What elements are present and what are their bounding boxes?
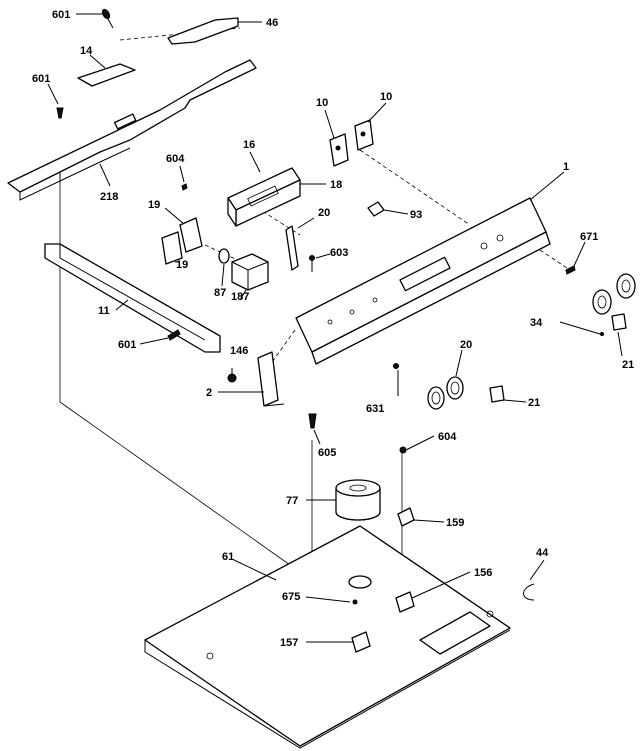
callout-11: 11	[98, 305, 110, 317]
screw-604-panel	[181, 183, 188, 191]
callout-18: 18	[330, 179, 342, 191]
callout-1: 1	[563, 161, 569, 173]
screw-604-base	[399, 446, 407, 454]
callout-601-left: 601	[32, 73, 50, 85]
electronic-control-board	[227, 167, 301, 227]
relay-156	[395, 591, 415, 613]
top-trim-bracket	[7, 59, 257, 201]
callout-44: 44	[536, 547, 549, 559]
callout-61: 61	[222, 551, 234, 563]
callout-19-upper: 19	[148, 199, 160, 211]
transformer-77	[335, 479, 381, 521]
part-2-bracket	[257, 351, 285, 407]
screw-34	[600, 332, 604, 336]
switch-10-left	[329, 133, 349, 167]
lower-trim-strip	[44, 243, 221, 353]
callout-20-knob: 20	[460, 339, 472, 351]
callout-46: 46	[266, 17, 278, 29]
callout-605: 605	[318, 447, 336, 459]
callout-671: 671	[580, 231, 598, 243]
part-87-lamp	[218, 248, 230, 264]
part-46-bracket	[167, 17, 239, 45]
base-pan	[144, 525, 511, 749]
callout-2: 2	[206, 387, 212, 399]
knob-20-b	[446, 376, 464, 400]
knob-21-lower	[489, 385, 505, 403]
callout-93: 93	[410, 209, 422, 221]
callout-87: 87	[214, 287, 226, 299]
part-93-clip	[367, 201, 385, 217]
screw-603	[309, 255, 315, 272]
knob-20-a	[427, 386, 445, 410]
screw-631	[393, 363, 399, 369]
callout-187: 187	[231, 291, 249, 303]
callout-20-bracket: 20	[318, 207, 330, 219]
callout-21-lower: 21	[528, 397, 540, 409]
screw-601-lower	[167, 329, 181, 341]
part-146-grommet	[227, 373, 237, 383]
callout-156: 156	[474, 567, 492, 579]
callout-146: 146	[230, 345, 248, 357]
clip-44	[523, 583, 535, 601]
part-187-block	[231, 253, 269, 291]
callout-631: 631	[366, 403, 384, 415]
callout-14: 14	[80, 45, 93, 57]
callout-218: 218	[100, 191, 118, 203]
main-control-panel	[295, 197, 551, 365]
part-14-clip	[77, 63, 136, 87]
relay-157	[351, 631, 371, 653]
callout-159: 159	[446, 517, 464, 529]
callout-77: 77	[286, 495, 298, 507]
knob-21-upper	[611, 313, 627, 331]
callout-157: 157	[280, 637, 298, 649]
relay-159	[397, 507, 415, 527]
screw-601-top	[101, 8, 114, 29]
callout-16: 16	[243, 139, 255, 151]
screw-605	[308, 413, 317, 429]
callout-labels: 601 46 14 601 218 10 10 16 18 604 1 93 2…	[32, 9, 634, 649]
callout-21-upper: 21	[622, 359, 634, 371]
callout-601-lower: 601	[118, 339, 136, 351]
leader-lines	[47, 13, 623, 643]
callout-10-left: 10	[316, 97, 328, 109]
knob-upper-b	[616, 273, 636, 299]
callout-604-panel: 604	[166, 153, 185, 165]
callout-601-top: 601	[52, 9, 70, 21]
screw-601-left	[56, 107, 64, 119]
callout-603: 603	[330, 247, 348, 259]
screw-671	[565, 265, 576, 275]
switch-19-upper	[179, 217, 203, 253]
knob-upper-a	[592, 289, 612, 315]
switch-10-right	[354, 119, 374, 151]
callout-34: 34	[530, 317, 543, 329]
part-20-bracket	[285, 225, 299, 271]
callout-19-lower: 19	[176, 259, 188, 271]
callout-604-base: 604	[438, 431, 457, 443]
callout-10-right: 10	[380, 91, 392, 103]
switch-19-lower	[161, 231, 183, 265]
screw-675	[352, 599, 358, 605]
callout-675: 675	[282, 591, 300, 603]
